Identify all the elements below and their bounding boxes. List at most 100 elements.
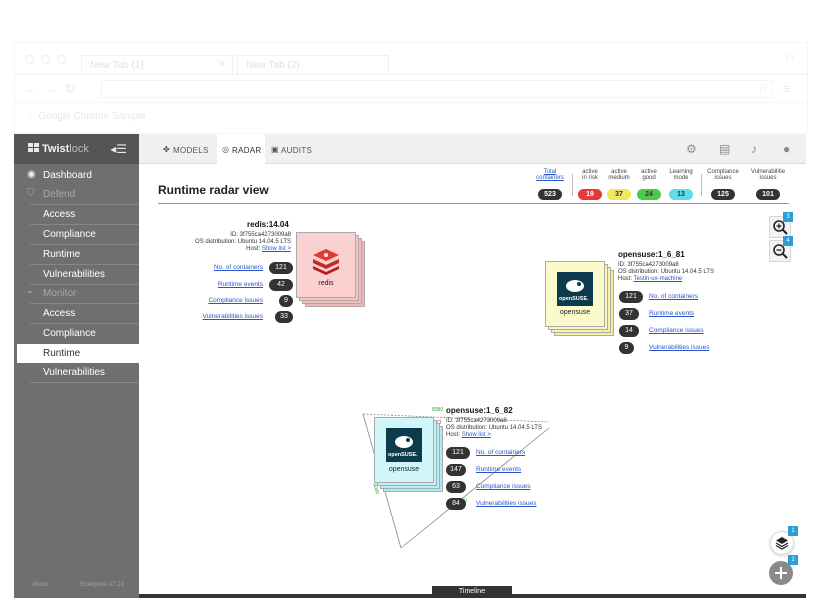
node-info: ID: 3f755ca4273009a8 OS distribution: Ub… (618, 262, 758, 283)
add-badge: 2 (788, 555, 798, 565)
sidebar-item-defend-access[interactable]: Access (14, 205, 139, 224)
metric-link[interactable]: No. of containers (213, 264, 263, 271)
browser-tab-1[interactable]: New Tab (1) ✕ (81, 55, 233, 75)
tab-radar[interactable]: ◎ RADAR (217, 134, 265, 164)
host-link[interactable]: Show list > (461, 432, 491, 438)
metric-link[interactable]: Vulnerabilities issues (202, 313, 263, 320)
sidebar-item-monitor-access[interactable]: Access (14, 304, 139, 323)
user-icon[interactable]: ● (783, 142, 791, 156)
add-button[interactable] (769, 561, 793, 585)
menu-icon[interactable]: ≡ (783, 81, 791, 96)
close-icon[interactable]: ✕ (217, 59, 226, 70)
user-icon[interactable]: ⚇ (785, 52, 795, 64)
host-link[interactable]: Show list > (261, 246, 291, 252)
metric-row[interactable]: 63 Compliance issues (446, 481, 566, 494)
tab-audits[interactable]: ▣ AUDITS (271, 134, 321, 164)
metric-link[interactable]: Runtime events (217, 281, 263, 288)
divider (30, 382, 139, 383)
sidebar-item-label: Runtime (43, 348, 81, 359)
bookmark-item[interactable]: ◌ Google Chrome Sample (27, 111, 146, 122)
collapse-menu-icon[interactable]: ◂☰ (110, 142, 127, 156)
sidebar-item-defend-runtime[interactable]: Runtime (14, 245, 139, 264)
metric-row[interactable]: 37 Runtime events (619, 308, 739, 321)
sidebar-item-monitor-runtime[interactable]: Runtime (17, 344, 139, 363)
window-minimize-dot[interactable] (41, 55, 50, 64)
page-title: Runtime radar view (158, 183, 269, 197)
sidebar-item-label: Vulnerabilities (43, 269, 105, 280)
divider (572, 174, 573, 196)
tab-models[interactable]: ✤ MODELS (163, 134, 213, 164)
radar-icon: ◎ (222, 145, 230, 154)
metric-row[interactable]: Compliance issues 9 (179, 295, 293, 308)
metric-row[interactable]: 14 Compliance issues (619, 325, 739, 338)
bookmark-label: Google Chrome Sample (38, 111, 146, 122)
divider (30, 244, 139, 245)
stat-value: 24 (637, 189, 661, 200)
sidebar-item-monitor-compliance[interactable]: Compliance (14, 324, 139, 343)
metric-row[interactable]: 84 Vulnerabilities issues (446, 498, 566, 511)
sidebar-section-defend[interactable]: ⛉ Defend (14, 185, 139, 204)
title-divider (158, 203, 789, 204)
window-close-dot[interactable] (25, 55, 34, 64)
metric-link[interactable]: No. of containers (649, 293, 699, 300)
metric-row[interactable]: 121 No. of containers (446, 447, 566, 460)
metric-link[interactable]: Runtime events (649, 310, 695, 317)
address-bar[interactable] (101, 80, 773, 98)
sidebar-item-label: Compliance (43, 229, 96, 240)
back-arrow-icon[interactable]: ← (25, 81, 38, 96)
divider (30, 323, 139, 324)
browser-tab-2[interactable]: New Tab (2) (237, 55, 389, 75)
tab-label: RADAR (232, 146, 262, 155)
book-icon[interactable]: ▤ (719, 142, 731, 156)
metric-link[interactable]: Vulnerabilities issues (649, 344, 710, 351)
top-navigation: ✤ MODELS ◎ RADAR ▣ AUDITS ⚙ ▤ ♪ ● (139, 134, 806, 164)
node-id: ID: 3f755ca4273009a8 (230, 232, 291, 238)
metric-link[interactable]: Runtime events (476, 466, 522, 473)
reload-icon[interactable]: ↻ (65, 81, 76, 96)
gear-icon[interactable]: ⚙ (686, 142, 697, 156)
metric-row[interactable]: Vulnerabilities issues 33 (179, 311, 293, 324)
host-link[interactable]: Testin-ux-machine (633, 276, 683, 282)
metric-row[interactable]: 121 No. of containers (619, 291, 739, 304)
sidebar-item-dashboard[interactable]: ◉ Dashboard (14, 166, 139, 185)
sidebar-item-defend-compliance[interactable]: Compliance (14, 225, 139, 244)
node-os: OS distribution: Ubuntu 14.04.5 LTS (618, 269, 714, 275)
metric-count: 84 (446, 498, 466, 510)
sidebar-item-monitor-vulnerabilities[interactable]: Vulnerabilities (14, 363, 139, 382)
node-info: ID: 3f755ca4273009a8 OS distribution: Ub… (175, 232, 291, 253)
sidebar-item-label: Dashboard (43, 170, 92, 181)
metric-row[interactable]: Runtime events 42 (179, 279, 293, 292)
bell-icon[interactable]: ♪ (751, 142, 757, 156)
metric-row[interactable]: 147 Runtime events (446, 464, 566, 477)
metric-link[interactable]: Compliance issues (649, 327, 704, 334)
metric-link[interactable]: Compliance issues (208, 297, 263, 304)
metric-row[interactable]: No. of containers 121 (179, 262, 293, 275)
divider (30, 204, 139, 205)
metric-count: 14 (619, 325, 639, 337)
tab-label: AUDITS (281, 146, 313, 155)
sidebar-item-defend-vulnerabilities[interactable]: Vulnerabilities (14, 265, 139, 284)
window-maximize-dot[interactable] (57, 55, 66, 64)
metric-link[interactable]: Compliance issues (476, 483, 531, 490)
app-window: Twistlock ◂☰ ◉ Dashboard ⛉ Defend Access… (14, 134, 806, 598)
metric-row[interactable]: 9 Vulnerabilities issues (619, 342, 739, 355)
metric-link[interactable]: No. of containers (476, 449, 526, 456)
about-link[interactable]: About (32, 582, 48, 588)
metric-link[interactable]: Vulnerabilities issues (476, 500, 537, 507)
forward-arrow-icon[interactable]: → (45, 81, 58, 96)
star-icon[interactable]: ☆ (757, 81, 769, 96)
timeline-toggle[interactable]: Timeline (432, 586, 512, 598)
metric-count: 121 (619, 291, 643, 303)
version-label: Enterprise 17.23 (80, 582, 125, 588)
sidebar-section-monitor[interactable]: ⌁ Monitor (14, 284, 139, 303)
